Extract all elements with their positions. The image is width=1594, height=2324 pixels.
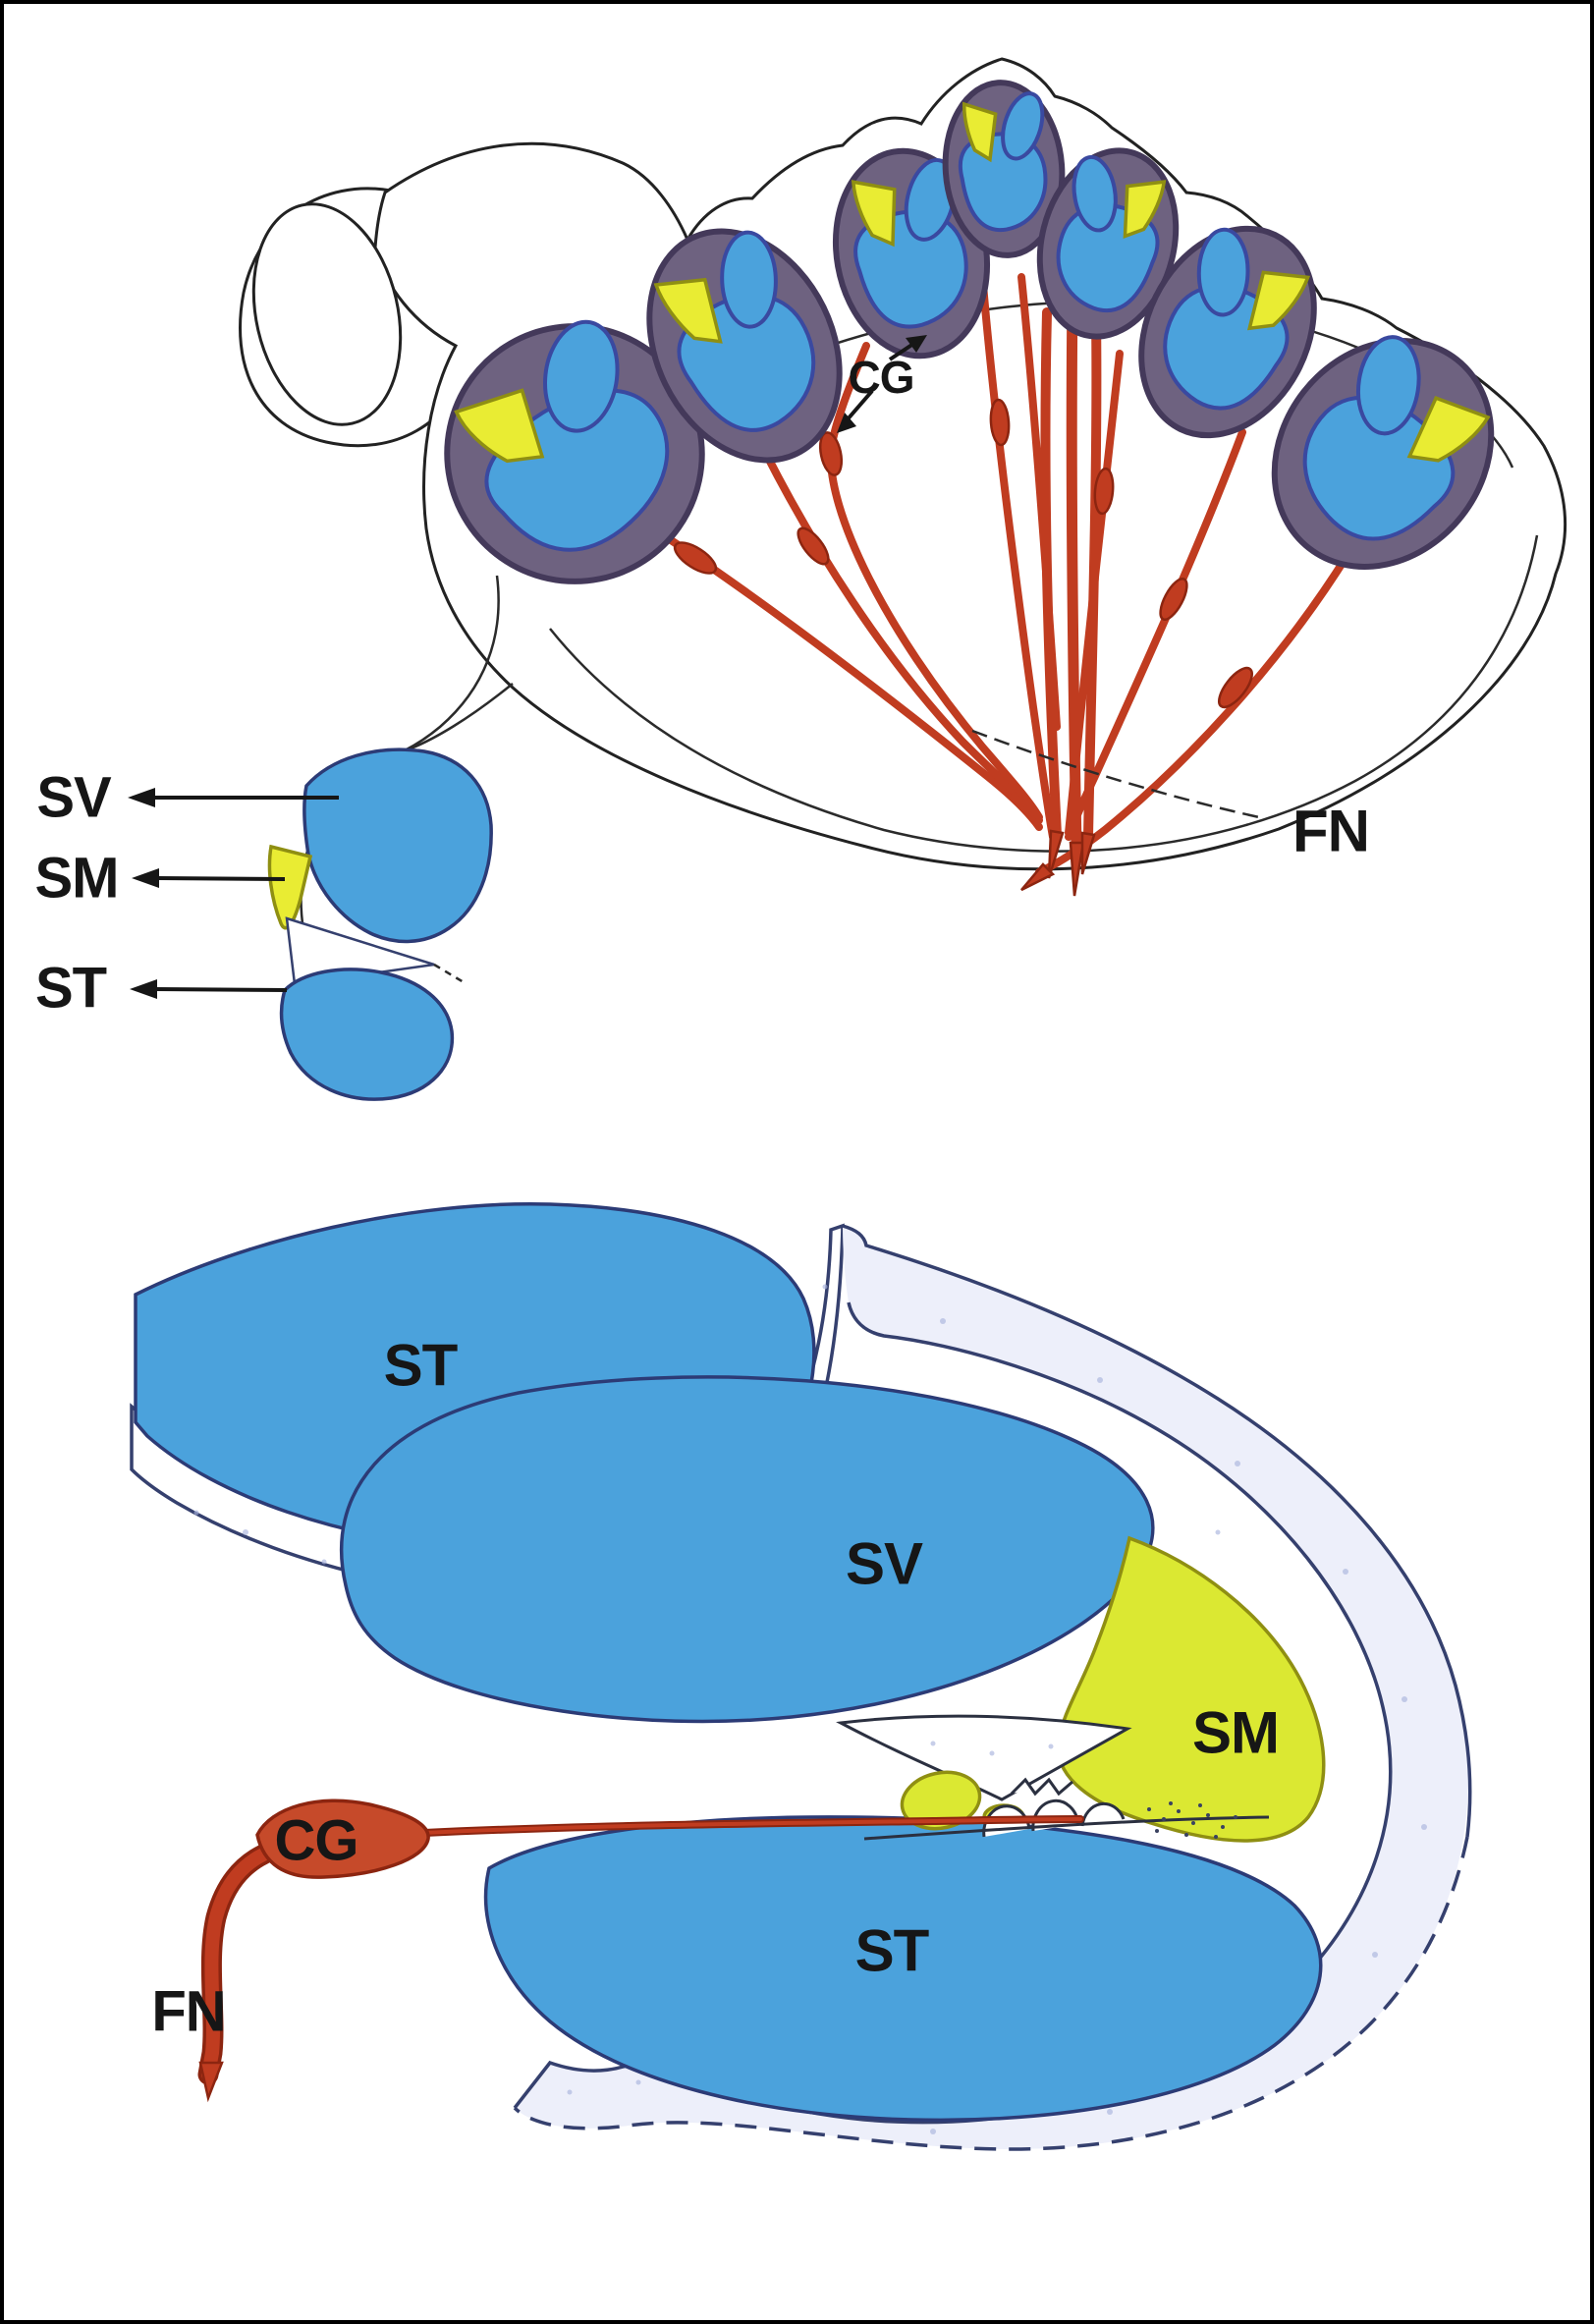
scala-vestibuli-region — [340, 1375, 1155, 1724]
st-arrow-icon — [130, 979, 157, 999]
fn-label-bottom: FN — [151, 1980, 225, 2044]
scala-tympani-lower-region — [483, 1815, 1323, 2123]
scala-media-region — [1056, 1535, 1326, 1843]
spiral-canal-lower-arc — [549, 534, 1539, 853]
inner-sulcus-yellow — [900, 1770, 982, 1831]
facial-nerve-callout: FN — [971, 729, 1370, 864]
cg-label-bottom: CG — [275, 1809, 358, 1873]
inset-turn-diagram: SV SM ST — [35, 683, 514, 1101]
cg-arrow-down-icon — [837, 413, 856, 433]
sm-label: SM — [1192, 1700, 1279, 1766]
fn-label-top: FN — [1292, 799, 1369, 864]
cochlear-ganglion-and-nerve: CG — [197, 1798, 1084, 2103]
sm-label-inset: SM — [35, 847, 119, 911]
inset-scala-tympani-region — [279, 968, 455, 1101]
turn-cross-section-5 — [1021, 137, 1195, 352]
enlarged-turn-diagram: CG ST SV SM ST FN — [130, 1201, 1472, 2151]
turn-cross-section-1 — [399, 277, 751, 630]
st-label-inset: ST — [35, 957, 107, 1021]
turn-cross-section-6 — [1108, 199, 1347, 464]
cochlear-ganglion-body — [255, 1798, 430, 1879]
sv-label: SV — [846, 1531, 923, 1597]
st-upper-label: ST — [384, 1333, 458, 1399]
sm-arrow-icon — [132, 868, 159, 888]
cochlear-ganglion-callout: CG — [837, 335, 927, 433]
sv-label-inset: SV — [36, 766, 112, 830]
turn-cross-section-7 — [1230, 298, 1536, 610]
inset-leader-line — [404, 575, 500, 752]
stria-dotted-texture — [1147, 1801, 1237, 1839]
turn-cross-section-4-apex — [940, 79, 1068, 259]
cochlea-overview-diagram: CG FN — [239, 57, 1567, 897]
tube-cut-face — [251, 202, 403, 426]
sv-arrow-icon — [128, 788, 155, 807]
cochlear-nerve-fibers — [652, 269, 1351, 897]
inset-scala-media-region — [267, 844, 313, 930]
cg-arrow-up-icon — [906, 335, 927, 353]
inset-scala-vestibuli-region — [302, 747, 493, 944]
cg-label-top: CG — [849, 352, 914, 403]
st-lower-label: ST — [855, 1918, 929, 1984]
otic-capsule-bone-main — [515, 1226, 1468, 2149]
turn-cross-section-2 — [613, 199, 876, 492]
tectorial-membrane-wedge — [836, 1714, 1132, 1801]
